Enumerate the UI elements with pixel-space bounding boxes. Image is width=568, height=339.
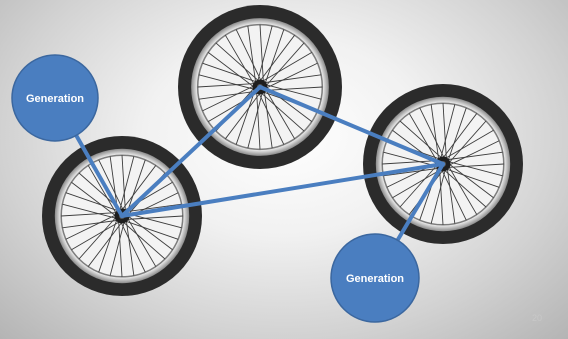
wheel-spoke — [446, 140, 500, 167]
wheel-spoke — [447, 164, 478, 215]
wheel-spoke — [215, 42, 261, 83]
wheel-spoke — [126, 216, 157, 267]
wheel-spoke — [65, 192, 121, 213]
wheel-spoke — [207, 52, 256, 89]
connector-line — [258, 85, 445, 166]
bubble-circle — [330, 233, 420, 323]
wheel-spoke — [445, 163, 504, 168]
wheel-spoke — [446, 160, 503, 177]
wheel-spoke — [442, 103, 447, 162]
wheel-spoke — [109, 219, 126, 276]
wheel-spoke — [444, 167, 500, 188]
wheel-spoke — [430, 167, 447, 224]
wheel-spoke — [71, 220, 122, 251]
wheel-spoke — [399, 120, 444, 160]
wheel-spoke — [120, 165, 157, 212]
bubble-circle — [11, 54, 99, 142]
wheel-spoke — [198, 74, 257, 91]
page-number: 20 — [531, 313, 542, 323]
wheel-spoke — [262, 86, 323, 91]
wheel-spoke — [225, 91, 262, 140]
wheel-spoke — [446, 107, 467, 163]
bubble-label: Generation — [346, 273, 404, 285]
wheel-spoke — [224, 34, 256, 87]
wheel-spoke — [382, 160, 441, 165]
wheel-spoke — [430, 104, 440, 163]
wheel-spoke — [123, 203, 182, 213]
bubble-label: Generation — [26, 93, 84, 105]
wheel-spoke — [118, 156, 135, 213]
wheel-spoke — [78, 215, 118, 260]
wheel-spoke — [61, 212, 120, 217]
wheel-spoke — [439, 104, 456, 161]
generation-bubble: Generation — [11, 54, 99, 142]
wheel-spoke — [65, 213, 119, 240]
wheel-spoke — [260, 51, 313, 83]
wheel-spoke — [419, 107, 446, 161]
wheel-spoke — [263, 62, 318, 90]
wheel-spoke — [441, 113, 478, 160]
wheel-spoke — [258, 34, 295, 83]
wheel-spoke — [125, 217, 135, 276]
wheel-spoke — [439, 166, 444, 225]
wheel-spoke — [447, 120, 487, 165]
wheel-spoke — [399, 163, 439, 208]
wheel-spoke — [257, 90, 285, 145]
wheel-spoke — [121, 220, 166, 260]
wheel-spoke — [442, 168, 487, 208]
wheel-spoke — [202, 84, 257, 112]
generation-bubble: Generation — [330, 233, 420, 323]
connector-line — [120, 162, 445, 218]
wheel-spoke — [202, 62, 259, 84]
wheel-spoke — [440, 167, 467, 221]
wheel-spoke — [263, 83, 322, 100]
wheel-spoke — [443, 129, 494, 160]
wheel-spoke — [87, 220, 124, 267]
wheel-spoke — [446, 165, 456, 224]
wheel-spoke — [62, 219, 121, 229]
wheel-spoke — [383, 167, 442, 177]
wheel-spoke — [247, 25, 257, 86]
wheel-spoke — [118, 218, 123, 277]
wheel-spoke — [408, 113, 439, 164]
wheel-spoke — [261, 74, 322, 84]
wheel-spoke — [264, 42, 305, 88]
wheel-spoke — [259, 24, 264, 85]
wheel-spoke — [62, 203, 119, 220]
wheel-spoke — [256, 89, 261, 150]
wheel-spoke — [197, 83, 258, 88]
wheel-spoke — [71, 181, 118, 218]
wheel-spoke — [259, 91, 305, 132]
wheel-spoke — [447, 162, 494, 199]
wheel-spoke — [263, 29, 285, 86]
wheel-spoke — [123, 219, 179, 240]
wheel-spoke — [392, 168, 443, 199]
wheel-spoke — [198, 90, 259, 100]
connector-line — [120, 85, 262, 218]
wheel-spoke — [119, 219, 146, 273]
wheel-spoke — [235, 88, 257, 145]
wheel-spoke — [235, 29, 263, 84]
wheel-spoke — [264, 87, 296, 140]
wheel-spoke — [444, 151, 503, 161]
wheel-spoke — [256, 25, 273, 84]
wheel-spoke — [247, 90, 264, 149]
wheel-spoke — [87, 165, 118, 216]
wheel-spoke — [121, 155, 126, 214]
wheel-spoke — [98, 217, 119, 273]
wheel-spoke — [263, 88, 273, 149]
wheel-spoke — [124, 215, 183, 220]
wheel-spoke — [98, 159, 125, 213]
wheel-spoke — [125, 159, 146, 215]
wheel-spoke — [126, 214, 173, 251]
